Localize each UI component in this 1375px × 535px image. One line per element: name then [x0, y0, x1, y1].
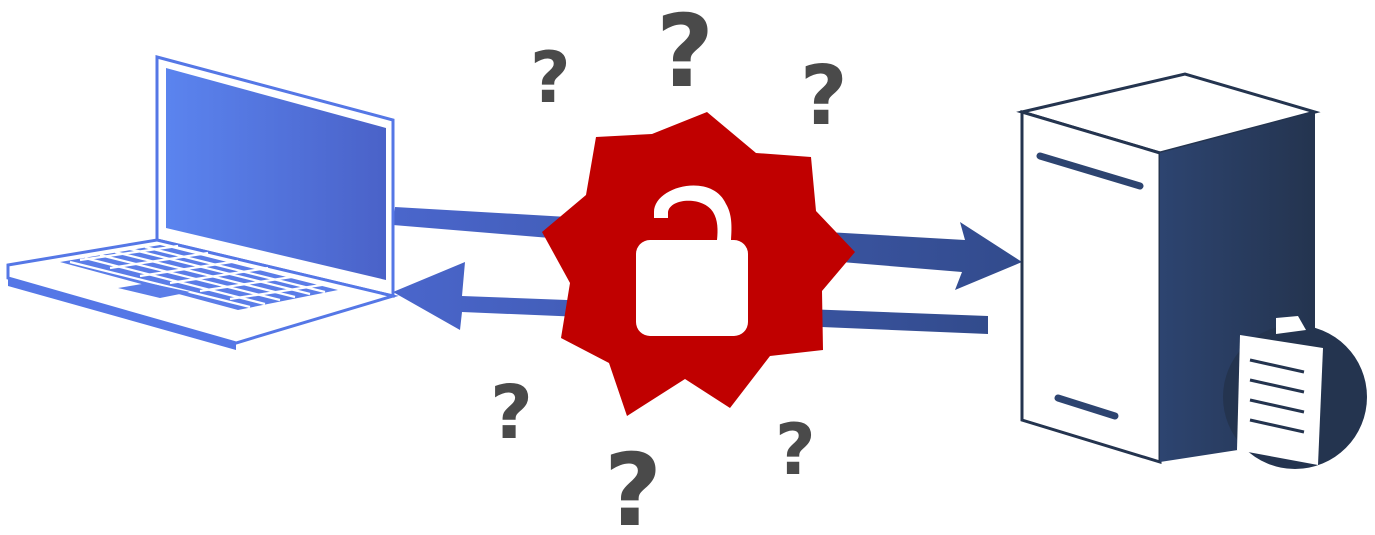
document-badge	[1223, 316, 1367, 469]
question-mark-bottom: ?	[604, 432, 662, 535]
question-mark-bottom-right: ?	[775, 409, 816, 491]
question-mark-top-right: ?	[800, 49, 848, 144]
question-mark-top: ?	[656, 0, 714, 110]
laptop-icon	[8, 57, 393, 350]
question-mark-top-left: ?	[530, 37, 571, 119]
question-mark-bottom-left: ?	[490, 370, 533, 456]
